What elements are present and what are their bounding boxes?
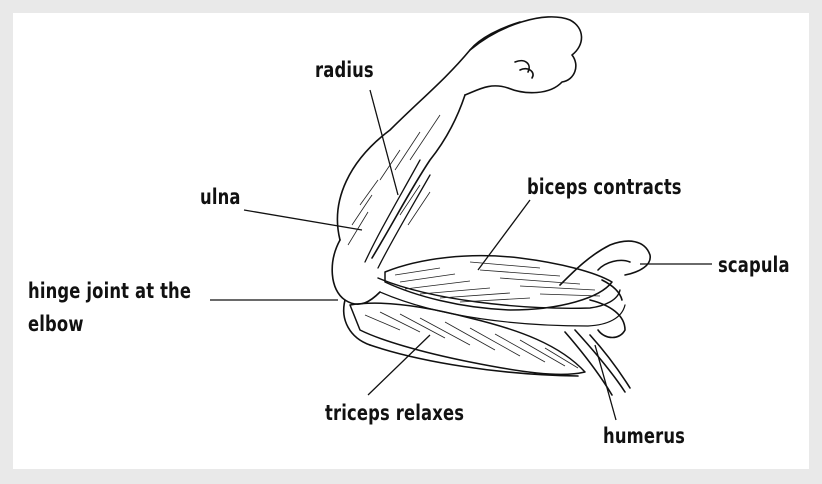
biceps-muscle bbox=[385, 256, 612, 310]
label-triceps-relaxes: triceps relaxes bbox=[325, 401, 464, 425]
forearm-outline bbox=[337, 22, 520, 240]
label-ulna: ulna bbox=[200, 185, 241, 209]
biceps-leader bbox=[478, 200, 530, 270]
triceps-leader bbox=[368, 335, 430, 395]
label-biceps-contracts: biceps contracts bbox=[527, 175, 682, 199]
label-radius: radius bbox=[315, 58, 374, 82]
humerus-leader bbox=[595, 345, 616, 420]
elbow-outline bbox=[332, 240, 380, 304]
label-humerus: humerus bbox=[603, 424, 685, 448]
label-scapula: scapula bbox=[718, 253, 790, 277]
label-hinge-joint-line1: hinge joint at the bbox=[28, 279, 191, 303]
ulna-leader bbox=[244, 210, 362, 230]
label-hinge-joint-line2: elbow bbox=[28, 312, 84, 336]
fist-outline bbox=[465, 17, 582, 95]
triceps-muscle bbox=[350, 303, 585, 374]
